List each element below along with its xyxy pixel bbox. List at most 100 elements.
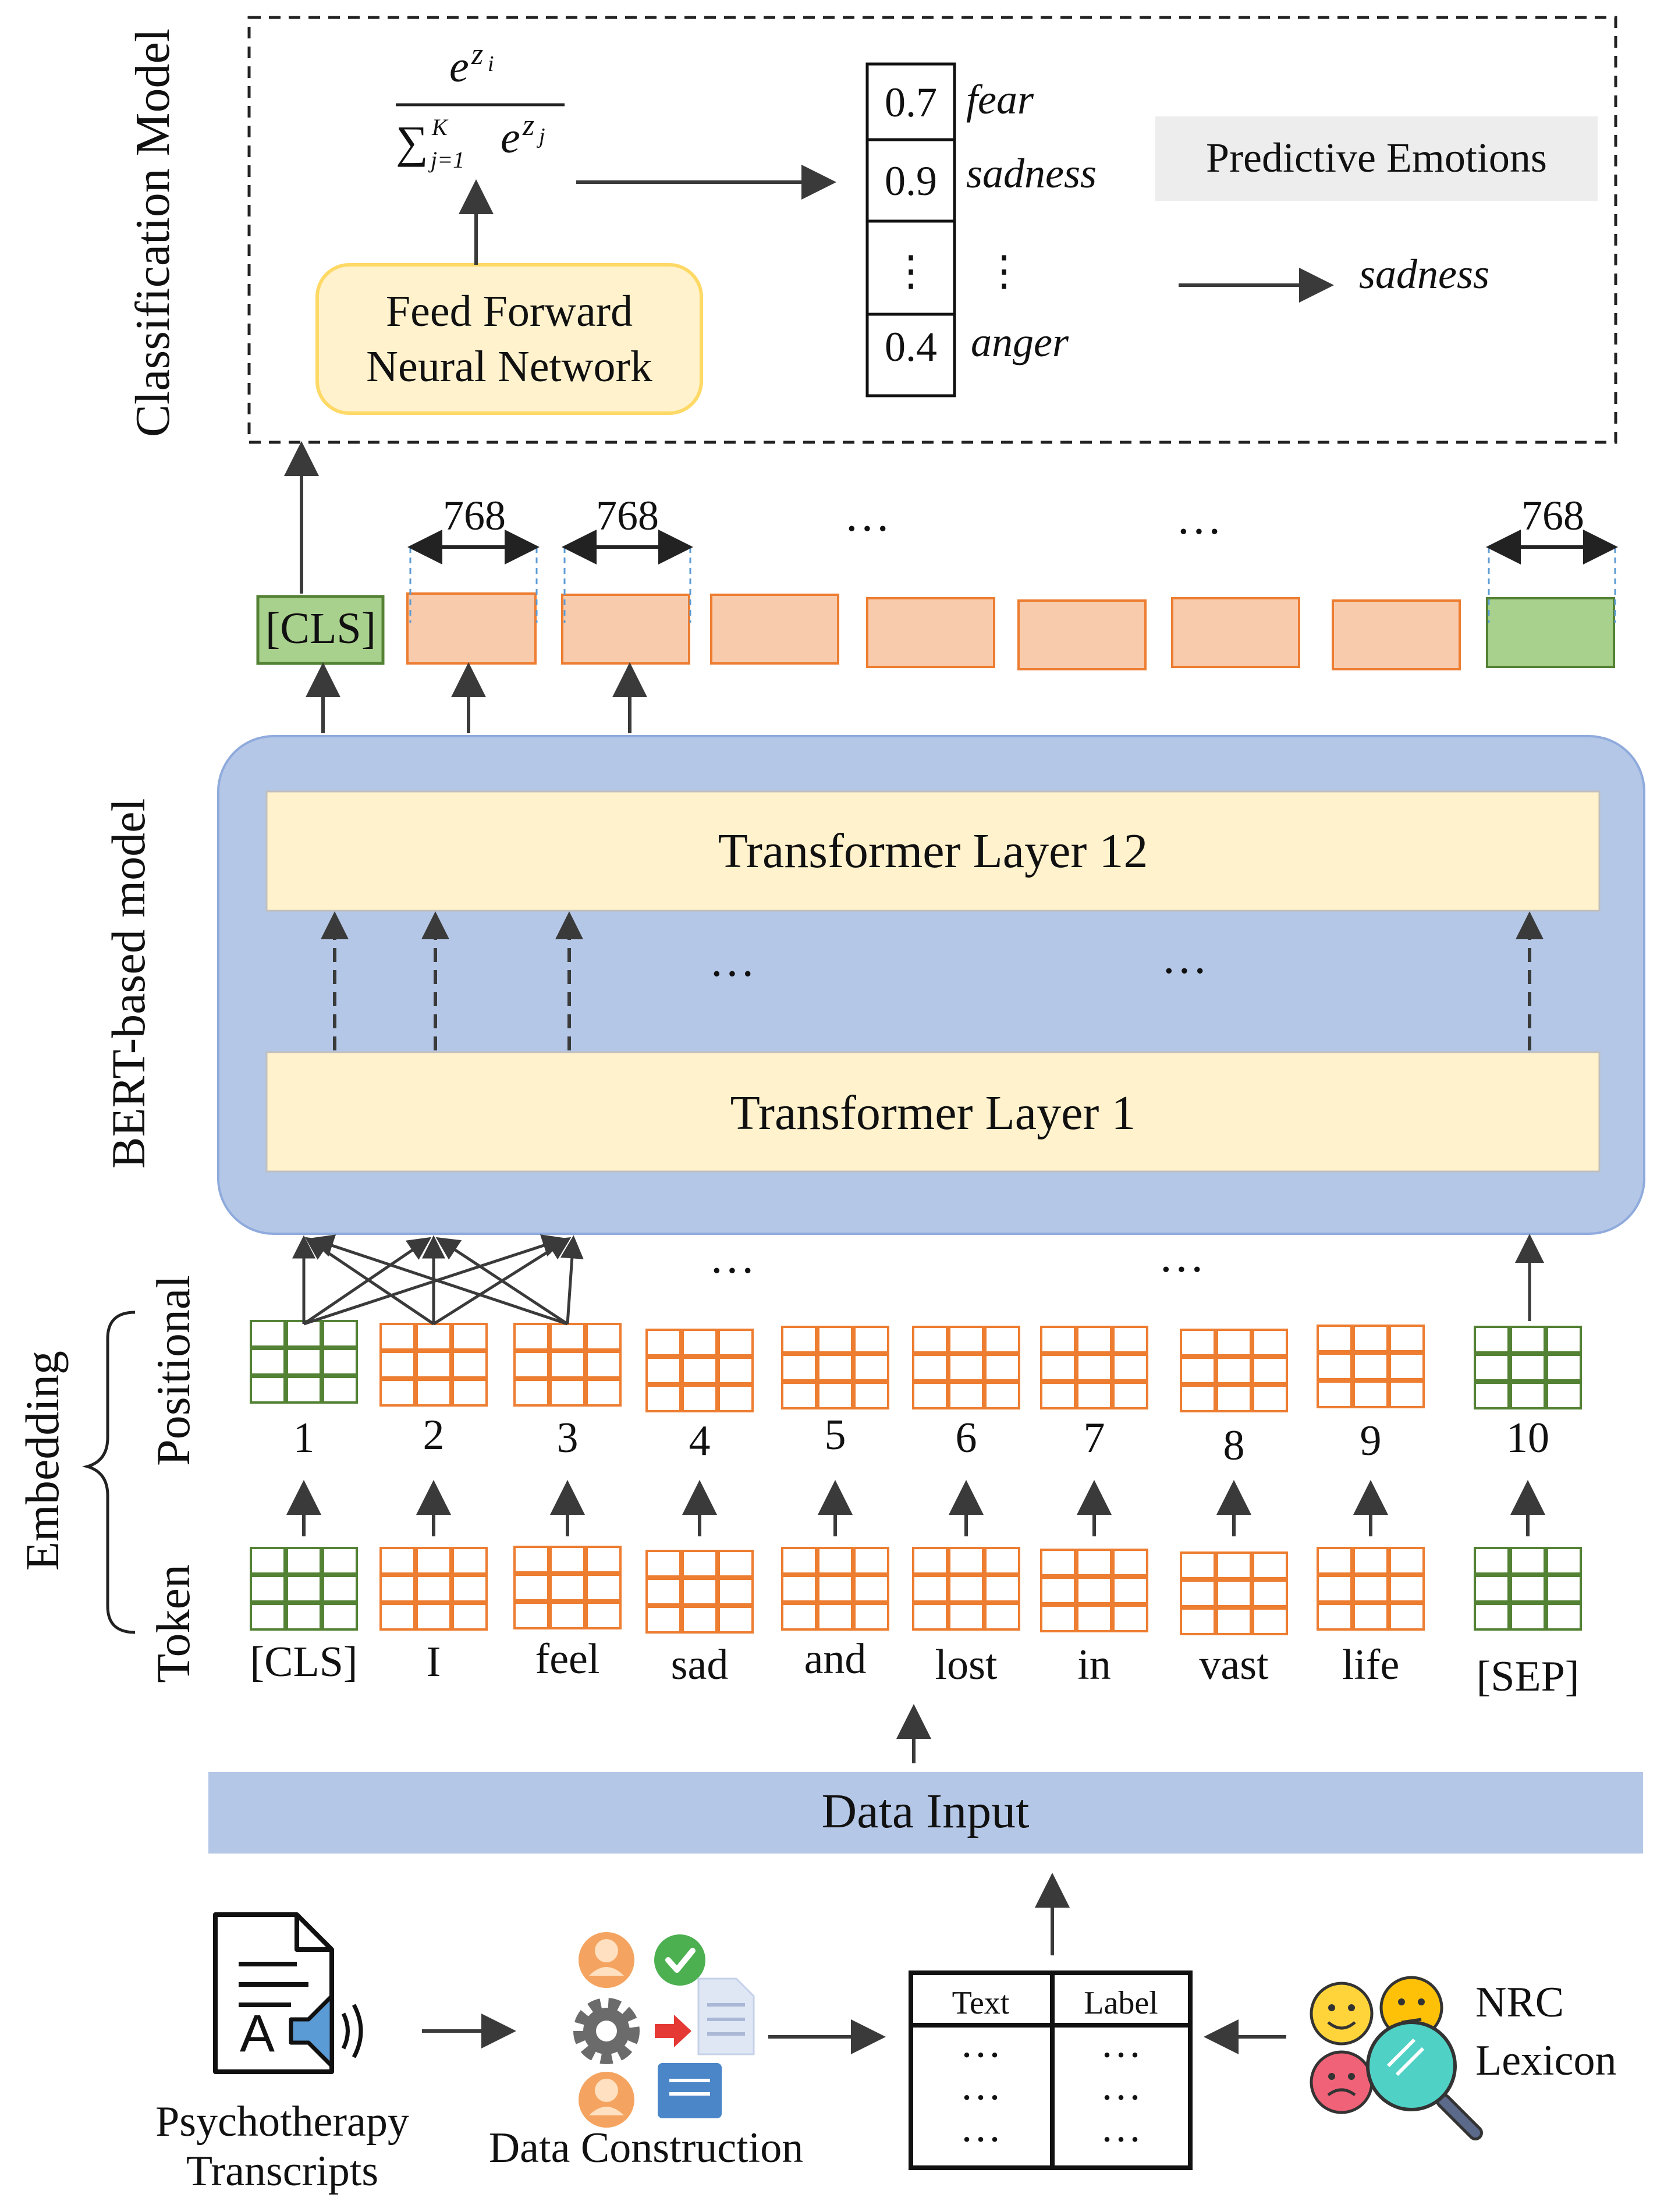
- ffnn-line2: Neural Network: [366, 342, 652, 391]
- embedding-cell: [1252, 1579, 1288, 1607]
- check-icon: [654, 1934, 705, 1986]
- embedding-cell: [1180, 1579, 1216, 1607]
- ffnn-box: [315, 263, 703, 415]
- probability-vector: 0.7 0.9 ⋮ 0.4 fear sadness ⋮ anger: [865, 62, 1097, 397]
- transformer-layer-1-label: Transformer Layer 1: [730, 1086, 1136, 1140]
- embedding-cell: [1317, 1352, 1353, 1380]
- embedding-cell: [853, 1326, 889, 1354]
- prediction-label: sadness: [1359, 251, 1489, 297]
- nrc-line1: NRC: [1475, 1979, 1564, 2026]
- embedding-cell: [718, 1329, 754, 1357]
- table-cell-dots: ···: [960, 2116, 1002, 2163]
- embedding-cell: [322, 1603, 358, 1631]
- table-cell-dots: ···: [1100, 2116, 1142, 2163]
- embedding-cell: [452, 1379, 488, 1407]
- embedding-cell: [1216, 1607, 1252, 1635]
- classification-frame: [247, 16, 1617, 444]
- positional-embedding-grid: [250, 1320, 358, 1404]
- dim-marker-3: 768: [1486, 492, 1618, 623]
- embedding-cell: [1353, 1352, 1389, 1380]
- softmax-numerator: e: [449, 42, 469, 91]
- happy-face-icon: [1310, 1982, 1374, 2046]
- dim-marker-1: 768: [407, 492, 540, 623]
- embedding-cell: [1474, 1547, 1510, 1575]
- hidden-vector: [561, 594, 690, 665]
- embedding-cell: [1252, 1357, 1288, 1384]
- token-label: and: [804, 1635, 867, 1683]
- embedding-cell: [379, 1379, 416, 1407]
- embedding-cell: [817, 1547, 853, 1575]
- embedding-cell: [1474, 1326, 1510, 1354]
- embedding-cell: [1510, 1326, 1546, 1354]
- positional-embedding-grid: [781, 1326, 889, 1409]
- bert-title: BERT-based model: [102, 798, 155, 1169]
- embedding-cell: [549, 1379, 586, 1407]
- softmax-num-sub: i: [488, 52, 494, 76]
- embedding-cell: [1546, 1603, 1582, 1631]
- prob-value-ellipsis: ⋮: [890, 248, 932, 294]
- embedding-cell: [416, 1603, 452, 1631]
- embedding-cell: [1474, 1603, 1510, 1631]
- embedding-cell: [853, 1547, 889, 1575]
- softmax-sum: ∑: [396, 116, 428, 167]
- embedding-cell: [1389, 1603, 1425, 1631]
- embedding-cell: [1180, 1357, 1216, 1384]
- prob-value-sadness: 0.9: [885, 158, 937, 204]
- hidden-sep-box: [1486, 597, 1615, 668]
- embedding-cell: [645, 1384, 682, 1412]
- embedding-cell: [1180, 1551, 1216, 1579]
- embedding-cell: [1510, 1575, 1546, 1603]
- positional-embedding-grid: [1040, 1326, 1148, 1409]
- transformer-layer-12-label: Transformer Layer 12: [718, 824, 1148, 878]
- embedding-cell: [948, 1603, 984, 1631]
- embedding-cell: [322, 1348, 358, 1376]
- embedding-cell: [549, 1323, 586, 1351]
- position-label: 5: [825, 1411, 846, 1459]
- positional-embedding-grid: [1317, 1325, 1425, 1408]
- embedding-cell: [645, 1357, 682, 1384]
- embedding-cell: [1510, 1382, 1546, 1409]
- embedding-cell: [718, 1384, 754, 1412]
- data-table: Text Label ··· ··· ··· ··· ··· ···: [909, 1970, 1193, 2170]
- dim-label-1: 768: [443, 492, 506, 539]
- embedding-cell: [912, 1603, 948, 1631]
- embedding-cell: [853, 1382, 889, 1409]
- token-label: life: [1342, 1641, 1400, 1689]
- embedding-cell: [250, 1320, 286, 1348]
- table-cell-dots: ···: [960, 2032, 1002, 2078]
- sad-face-icon: [1310, 2050, 1374, 2114]
- gear-icon: [573, 1998, 640, 2064]
- transformer-layer-1: [265, 1051, 1601, 1173]
- embedding-cell: [682, 1550, 718, 1578]
- embedding-cell: [1180, 1607, 1216, 1635]
- pipeline: A Psychotherapy Transcripts: [155, 1912, 1616, 2195]
- bert-dots-2: ···: [1161, 946, 1208, 997]
- embedding-cell: [1353, 1575, 1389, 1603]
- hidden-vector: [1171, 597, 1300, 668]
- embedding-cell: [1389, 1547, 1425, 1575]
- position-label: 10: [1506, 1414, 1549, 1462]
- embedding-cell: [549, 1546, 586, 1574]
- embedding-cell: [645, 1606, 682, 1634]
- token-label: [SEP]: [1477, 1653, 1580, 1700]
- embedding-cell: [379, 1547, 416, 1575]
- svg-text:A: A: [240, 2005, 275, 2063]
- position-label: 8: [1223, 1422, 1245, 1469]
- embedding-cell: [645, 1550, 682, 1578]
- data-input-bar: [208, 1772, 1643, 1854]
- embedding-cell: [452, 1547, 488, 1575]
- embedding-cell: [1317, 1325, 1353, 1352]
- embedding-cell: [1076, 1382, 1112, 1409]
- classification-title: Classification Model: [126, 29, 180, 437]
- nrc-lexicon-icon: [1310, 1976, 1483, 2140]
- embedding-cell: [984, 1547, 1020, 1575]
- embedding-cell: [286, 1603, 322, 1631]
- transformer-layer-12: [265, 790, 1601, 912]
- ffnn-line1: Feed Forward: [386, 287, 633, 336]
- embedding-cell: [379, 1575, 416, 1603]
- embedding-cell: [1040, 1549, 1076, 1577]
- embedding-cell: [912, 1547, 948, 1575]
- embedding-cell: [1353, 1325, 1389, 1352]
